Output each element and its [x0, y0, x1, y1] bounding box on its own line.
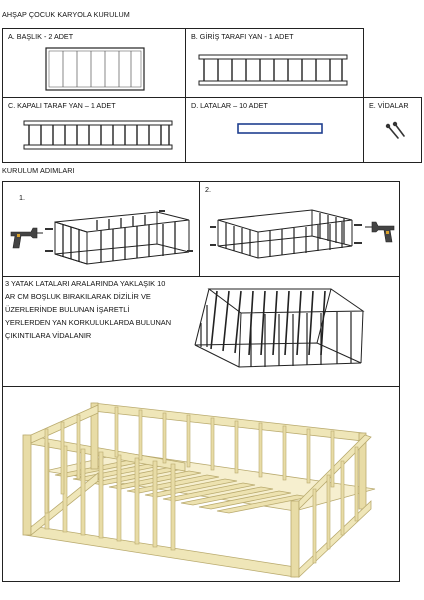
step-1-number: 1.	[19, 193, 25, 202]
entry-side-drawing	[198, 54, 348, 86]
screws-icon	[385, 121, 405, 139]
step-3-drawing	[194, 288, 365, 368]
closed-side-drawing	[23, 120, 173, 150]
finished-bed-rendering	[22, 402, 376, 578]
step-3-note-line-2: AR CM BOŞLUK BIRAKILARAK DİZİLİR VE	[5, 292, 151, 301]
part-e-box: E. VİDALAR	[363, 97, 422, 163]
part-d-label: D. LATALAR – 10 ADET	[191, 101, 268, 110]
step-3-box: 3 YATAK LATALARI ARALARINDA YAKLAŞIK 10 …	[2, 276, 400, 387]
step-1-drawing	[10, 210, 193, 265]
steps-title: KURULUM ADIMLARI	[2, 166, 75, 175]
drill-icon	[10, 227, 43, 249]
step-1-box: 1.	[2, 181, 200, 277]
part-c-box: C. KAPALI TARAF YAN – 1 ADET	[2, 97, 186, 163]
headboard-drawing	[45, 47, 145, 91]
part-b-box: B. GİRİŞ TARAFI YAN - 1 ADET	[185, 28, 364, 98]
step-3-note-line-1: 3 YATAK LATALARI ARALARINDA YAKLAŞIK 10	[5, 279, 166, 288]
drill-icon	[365, 221, 395, 243]
part-e-label: E. VİDALAR	[369, 101, 409, 110]
step-2-number: 2.	[205, 185, 211, 194]
part-a-box: A. BAŞLIK - 2 ADET	[2, 28, 186, 98]
step-2-box: 2.	[199, 181, 400, 277]
slat-drawing	[237, 123, 323, 134]
page-title: AHŞAP ÇOCUK KARYOLA KURULUM	[2, 10, 130, 19]
step-3-note-line-3: ÜZERLERİNDE BULUNAN İŞARETLİ	[5, 305, 130, 314]
step-2-drawing	[210, 209, 395, 259]
step-3-note-line-4: YERLERDEN YAN KORKULUKLARDA BULUNAN	[5, 318, 172, 327]
part-b-label: B. GİRİŞ TARAFI YAN - 1 ADET	[191, 32, 294, 41]
step-4-box	[2, 386, 400, 582]
step-3-note-line-5: ÇIKINTILARA VİDALANIR	[5, 331, 92, 340]
part-d-box: D. LATALAR – 10 ADET	[185, 97, 364, 163]
part-c-label: C. KAPALI TARAF YAN – 1 ADET	[8, 101, 116, 110]
part-a-label: A. BAŞLIK - 2 ADET	[8, 32, 74, 41]
